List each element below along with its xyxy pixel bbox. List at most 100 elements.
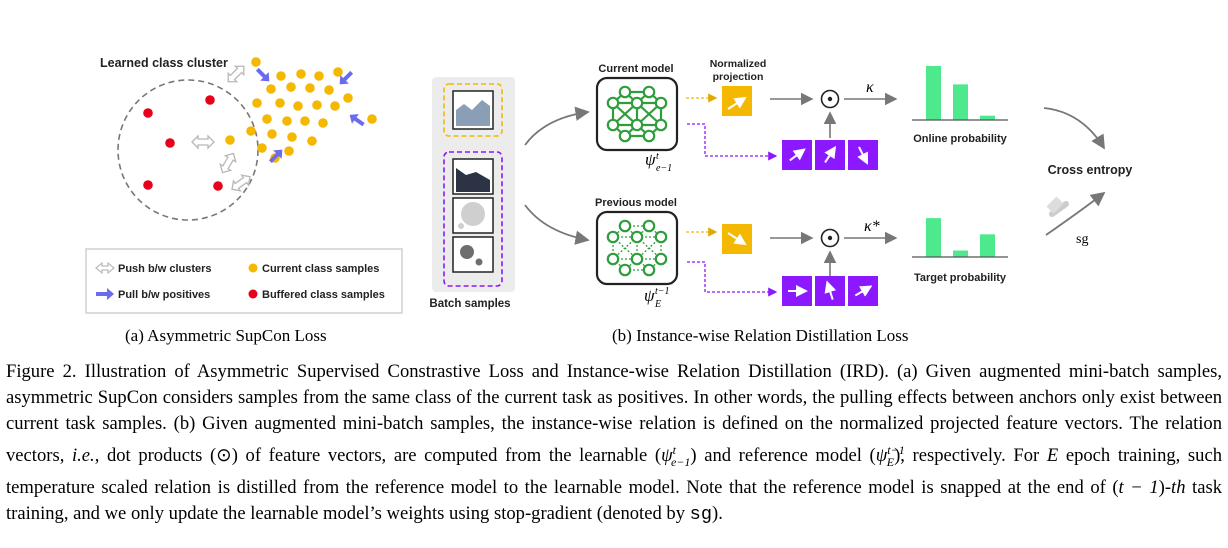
arrow-online-to-ce xyxy=(1043,107,1105,150)
caption-t-minus-1: t − 1 xyxy=(1118,476,1159,498)
current-sample xyxy=(333,67,343,77)
caption-figure-number: Figure 2. xyxy=(6,361,77,382)
svg-text:e−1: e−1 xyxy=(656,163,672,174)
current-sample xyxy=(262,114,272,124)
caption-text-5: epoch training, such temperature scaled … xyxy=(6,445,1223,498)
current-sample xyxy=(300,116,310,126)
legend-pull-icon xyxy=(96,288,114,300)
current-sample xyxy=(324,85,334,95)
current-sample xyxy=(276,71,286,81)
current-model-network xyxy=(606,85,668,143)
svg-text:E: E xyxy=(654,299,661,310)
image-sample-4 xyxy=(452,236,494,273)
probability-bar xyxy=(980,234,995,257)
network-node xyxy=(606,118,620,132)
buffer-vector xyxy=(848,140,878,170)
image-sample-1 xyxy=(452,90,494,130)
bottom-purple-arrow xyxy=(687,261,778,297)
psi-previous: ψ t−1 E xyxy=(644,286,670,310)
current-sample xyxy=(282,116,292,126)
pull-arrow xyxy=(339,70,354,85)
current-samples xyxy=(225,57,377,163)
network-node xyxy=(618,263,632,277)
buffered-sample xyxy=(143,180,153,190)
current-sample xyxy=(284,146,294,156)
probability-bar xyxy=(953,84,968,120)
sg-label: sg xyxy=(1076,232,1088,247)
arrow-target-to-ce xyxy=(1045,191,1106,236)
dot-product-bottom xyxy=(820,228,840,248)
image-sample-2 xyxy=(452,158,494,195)
arrow-to-current-model xyxy=(524,106,590,146)
legend-buffered-label: Buffered class samples xyxy=(262,289,385,301)
probability-bar xyxy=(926,218,941,257)
batch-samples-label: Batch samples xyxy=(429,298,510,310)
network-node xyxy=(618,85,632,99)
current-projection-vector xyxy=(722,86,752,116)
caption-ie: i.e. xyxy=(71,445,95,467)
network-node xyxy=(654,252,668,266)
push-arrow xyxy=(227,65,245,83)
network-node xyxy=(618,219,632,233)
pull-arrow xyxy=(268,149,283,164)
subcaption-b: (b) Instance-wise Relation Distillation … xyxy=(612,326,909,345)
previous-model-box xyxy=(595,210,679,286)
legend-current-label: Current class samples xyxy=(262,263,379,275)
probability-bar xyxy=(953,250,968,257)
kappa-star: κ* xyxy=(864,218,880,235)
buffered-sample xyxy=(165,138,175,148)
panel-b: Batch samples Current model ψ t e−1 Prev… xyxy=(429,58,1132,310)
buffered-sample xyxy=(205,95,215,105)
current-sample xyxy=(305,83,315,93)
network-node xyxy=(606,252,620,266)
current-sample xyxy=(367,114,377,124)
cluster-label: Learned class cluster xyxy=(100,56,228,70)
buffer-batch-box xyxy=(443,151,503,287)
current-sample xyxy=(307,136,317,146)
current-sample xyxy=(293,101,303,111)
network-node xyxy=(654,96,668,110)
network-node xyxy=(642,85,656,99)
current-sample xyxy=(343,93,353,103)
buffer-vector xyxy=(815,140,845,170)
legend-push-icon xyxy=(95,261,115,275)
caption-epoch-E: E xyxy=(1046,445,1059,467)
target-probability-label: Target probability xyxy=(914,272,1007,284)
current-model-label: Current model xyxy=(598,63,673,75)
stop-gradient-icon xyxy=(1046,196,1069,217)
legend-push-label: Push b/w clusters xyxy=(118,263,212,275)
previous-model-label: Previous model xyxy=(595,197,677,209)
caption-text-3: ) and reference model ( xyxy=(690,445,876,467)
current-sample xyxy=(266,84,276,94)
previous-model-network xyxy=(606,219,668,277)
network-node xyxy=(654,118,668,132)
current-sample xyxy=(257,143,267,153)
current-sample xyxy=(330,101,340,111)
pull-arrow xyxy=(349,113,365,127)
buffered-sample xyxy=(213,181,223,191)
cluster-circle xyxy=(117,79,259,221)
caption-text-7: task training, and we only update the le… xyxy=(6,476,1222,524)
buffered-sample xyxy=(143,108,153,118)
current-sample xyxy=(246,126,256,136)
caption-text-6: )- xyxy=(1158,476,1172,498)
push-arrow xyxy=(231,174,251,192)
caption-psi-current: ψte−1 xyxy=(661,443,691,469)
panel-a: Learned class cluster Push b/w clusters … xyxy=(85,56,403,314)
probability-bar xyxy=(926,66,941,120)
push-arrow xyxy=(191,134,215,150)
subcaption-a: (a) Asymmetric SupCon Loss xyxy=(125,326,327,345)
caption-text-8: ). xyxy=(712,502,723,524)
top-purple-arrow xyxy=(687,123,778,161)
image-sample-3 xyxy=(452,197,494,234)
buffer-vectors-current xyxy=(782,140,878,170)
current-sample xyxy=(296,69,306,79)
network-node xyxy=(606,96,620,110)
current-sample xyxy=(275,98,285,108)
kappa: κ xyxy=(866,79,874,96)
pull-arrows xyxy=(255,67,365,164)
network-node xyxy=(654,230,668,244)
pull-arrow xyxy=(255,67,270,82)
online-probability-label: Online probability xyxy=(913,133,1007,145)
normalized-label-1: Normalized xyxy=(710,58,767,70)
